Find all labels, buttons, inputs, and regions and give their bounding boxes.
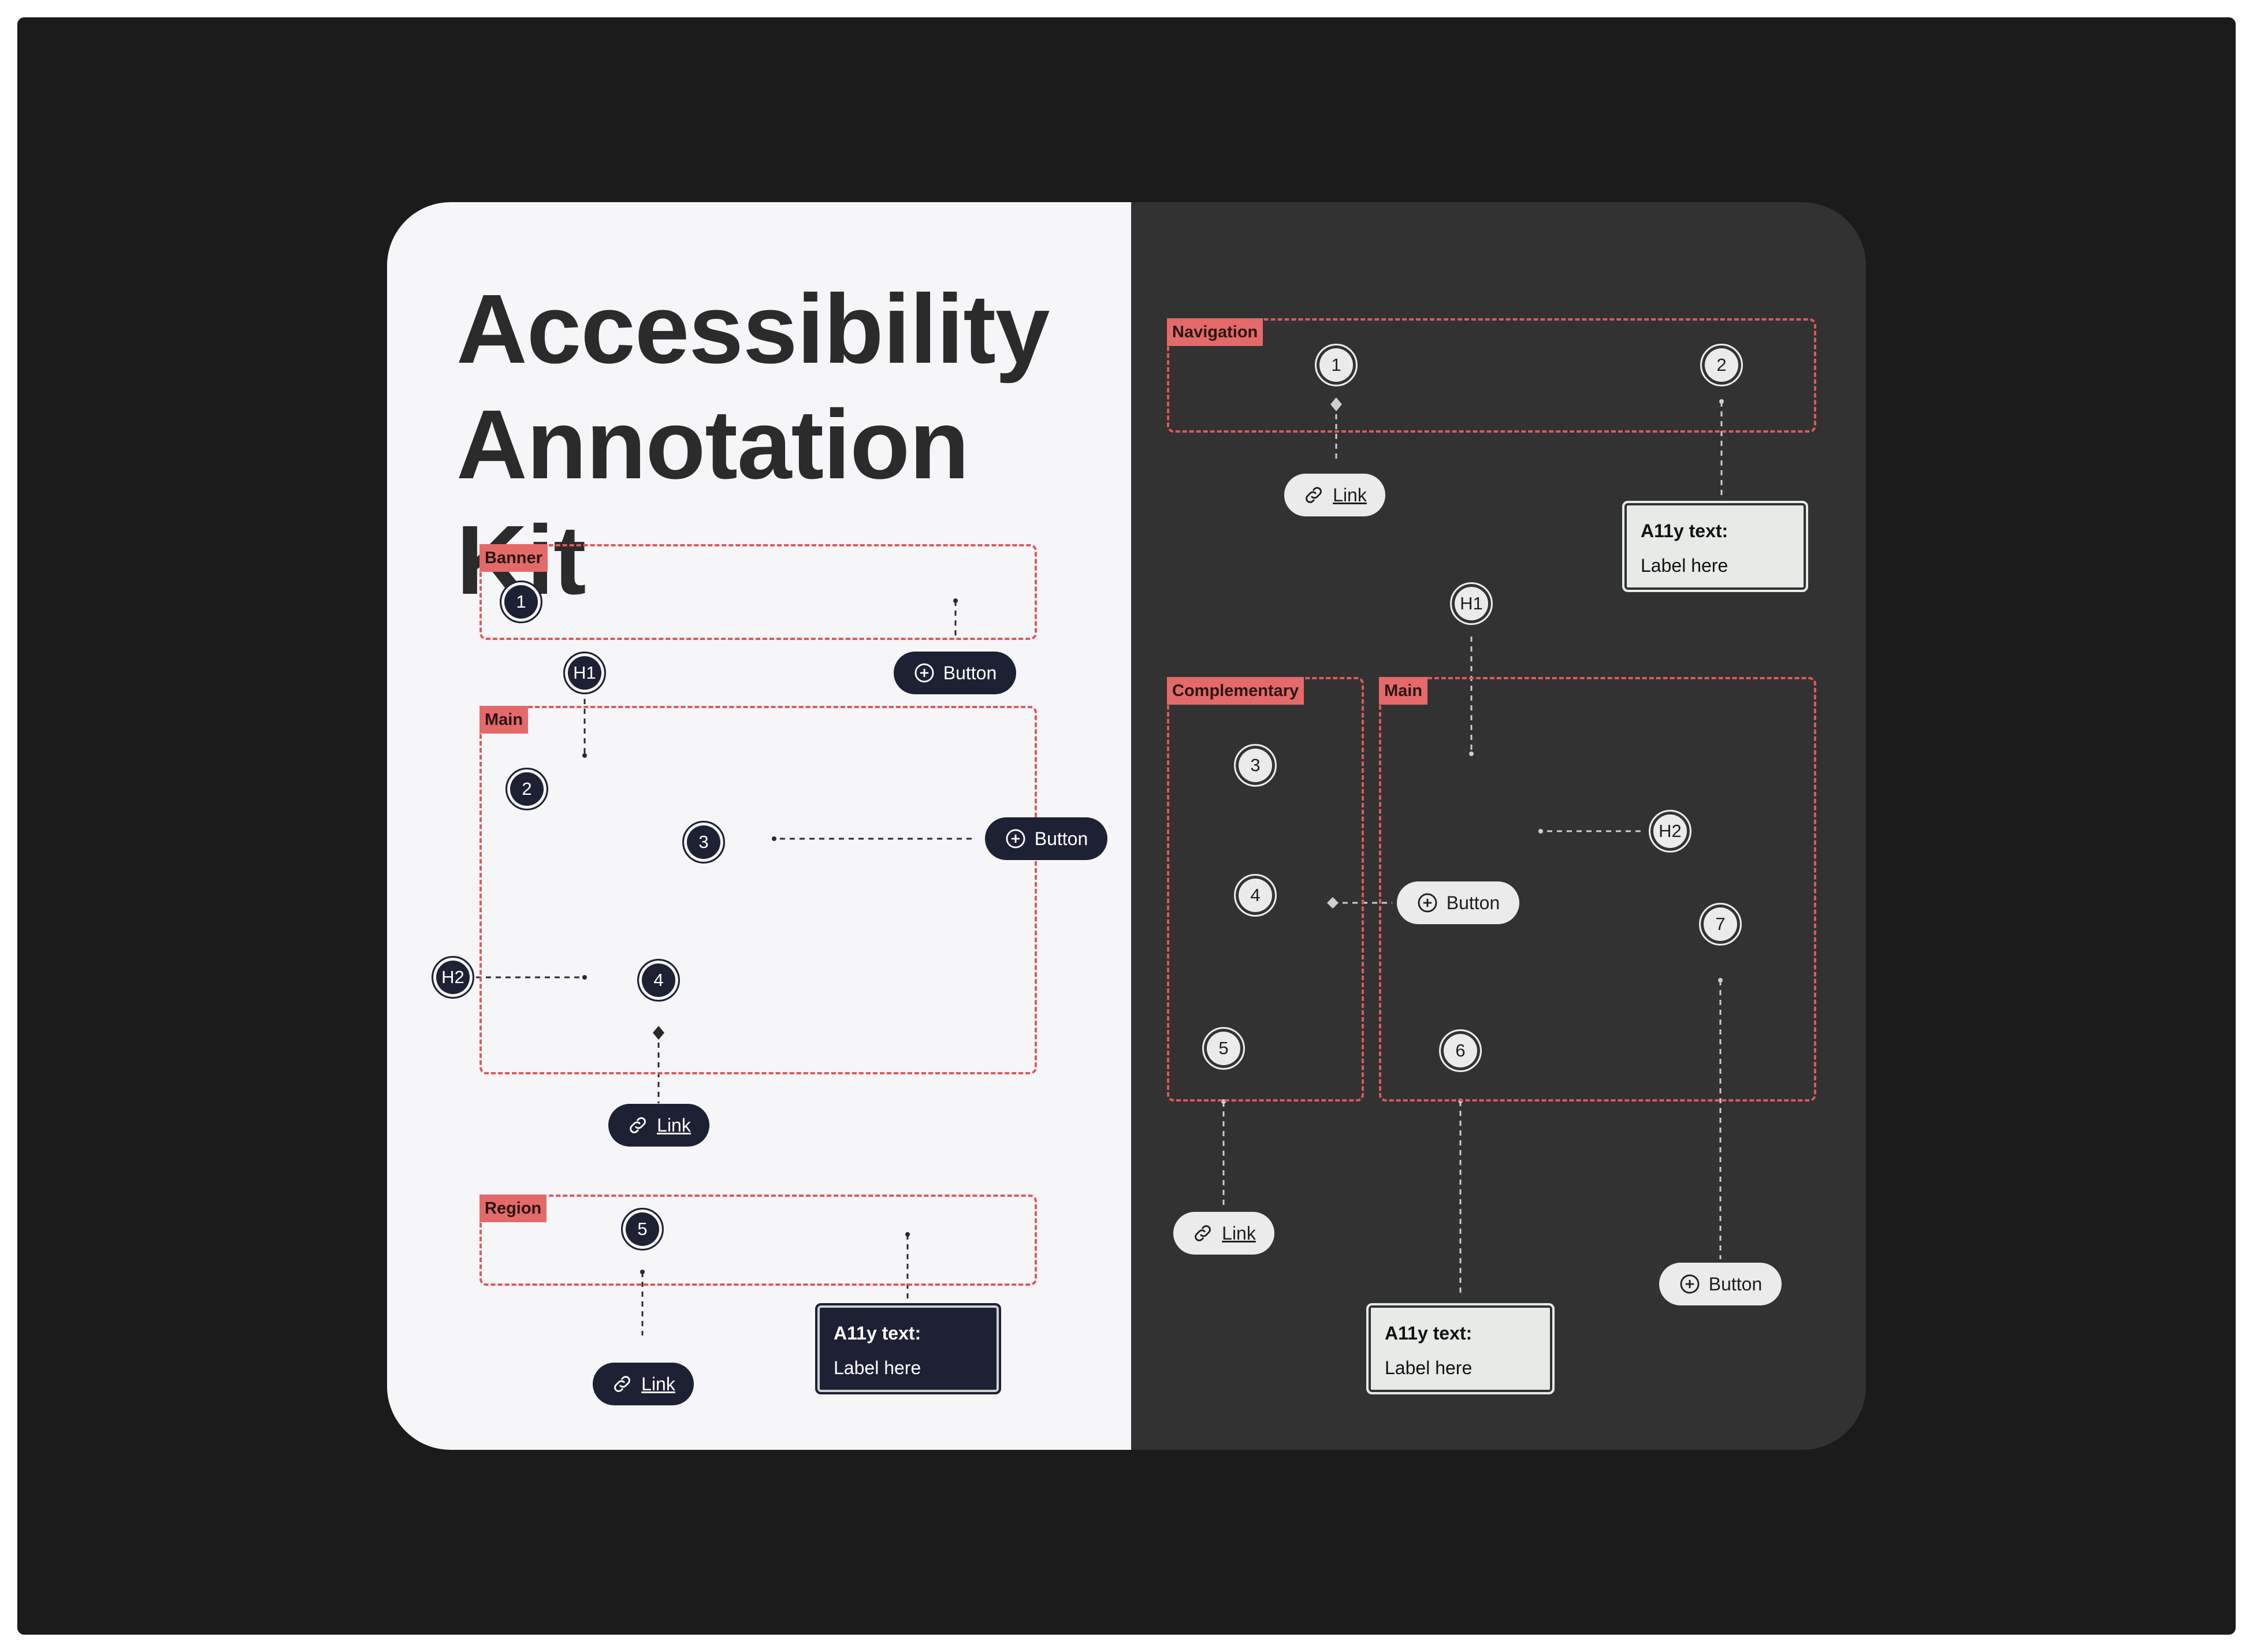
annotation-kit-card: Accessibility Annotation Kit (387, 202, 1866, 1450)
focus-order-marker-2: 2 (505, 768, 548, 810)
focus-order-marker-3: 3 (682, 821, 725, 864)
plus-circle-icon (1680, 1274, 1700, 1294)
focus-order-marker-1: 1 (1315, 344, 1358, 386)
bottom-button-annotation[interactable]: Button (1659, 1263, 1782, 1305)
region-landmark: Region (479, 1195, 1037, 1286)
page-title: Accessibility Annotation Kit (456, 271, 1103, 618)
nav-link-label: Link (1333, 484, 1367, 505)
banner-button-label: Button (943, 662, 997, 683)
focus-order-marker-4: 4 (637, 959, 680, 1002)
focus-order-marker-3: 3 (1234, 744, 1277, 787)
focus-order-marker-4: 4 (1234, 874, 1277, 917)
main-link-annotation[interactable]: Link (608, 1104, 709, 1147)
link-chain-icon (630, 1117, 646, 1133)
link-chain-icon (1306, 487, 1322, 503)
main-button-annotation[interactable]: Button (985, 817, 1107, 860)
comp-link-label: Link (1222, 1222, 1256, 1244)
plus-circle-icon (1006, 829, 1025, 849)
region-label: Region (479, 1195, 547, 1222)
focus-order-marker-5: 5 (621, 1208, 664, 1251)
region-link-label: Link (641, 1373, 675, 1394)
plus-circle-icon (1418, 893, 1437, 913)
a11y-text-value: Label here (1385, 1357, 1473, 1378)
main-link-label: Link (657, 1114, 691, 1136)
a11y-text-title: A11y text: (834, 1323, 921, 1344)
region-link-annotation[interactable]: Link (593, 1363, 694, 1405)
focus-order-marker-6: 6 (1439, 1029, 1482, 1072)
complementary-label: Complementary (1167, 677, 1304, 705)
main-landmark-dark: Main (1379, 677, 1816, 1102)
main-button-label: Button (1446, 892, 1500, 913)
banner-landmark: Banner (479, 544, 1037, 640)
banner-label: Banner (479, 544, 548, 572)
banner-button-annotation[interactable]: Button (894, 652, 1016, 694)
plus-circle-icon (914, 663, 934, 683)
navigation-landmark: Navigation (1167, 318, 1816, 433)
heading-marker-h1: H1 (563, 652, 606, 694)
a11y-text-annotation: A11y text: Label here (815, 1303, 1001, 1394)
a11y-text-annotation-nav: A11y text: Label here (1622, 501, 1808, 592)
complementary-landmark: Complementary (1167, 677, 1364, 1102)
a11y-text-value: Label here (1641, 555, 1728, 576)
navigation-label: Navigation (1167, 318, 1263, 346)
main-label: Main (479, 706, 529, 734)
title-line-1: Accessibility (456, 274, 1050, 384)
a11y-text-annotation-main: A11y text: Label here (1366, 1303, 1555, 1394)
main-label-dark: Main (1379, 677, 1428, 705)
heading-marker-h2: H2 (432, 956, 474, 999)
main-landmark: Main (479, 706, 1037, 1074)
main-button-annotation[interactable]: Button (1397, 881, 1519, 924)
heading-marker-h2: H2 (1649, 810, 1691, 853)
bottom-button-label: Button (1708, 1273, 1763, 1294)
comp-link-annotation[interactable]: Link (1173, 1212, 1274, 1255)
main-button-label: Button (1034, 828, 1088, 849)
focus-order-marker-7: 7 (1699, 903, 1742, 946)
focus-order-marker-1: 1 (500, 581, 542, 623)
a11y-text-title: A11y text: (1641, 520, 1728, 541)
focus-order-marker-5: 5 (1202, 1027, 1245, 1070)
link-chain-icon (1195, 1225, 1211, 1241)
heading-marker-h1: H1 (1450, 582, 1493, 625)
a11y-text-title: A11y text: (1385, 1323, 1473, 1344)
focus-order-marker-2: 2 (1700, 344, 1743, 386)
link-chain-icon (614, 1376, 630, 1392)
nav-link-annotation[interactable]: Link (1284, 474, 1385, 516)
a11y-text-value: Label here (834, 1357, 921, 1378)
